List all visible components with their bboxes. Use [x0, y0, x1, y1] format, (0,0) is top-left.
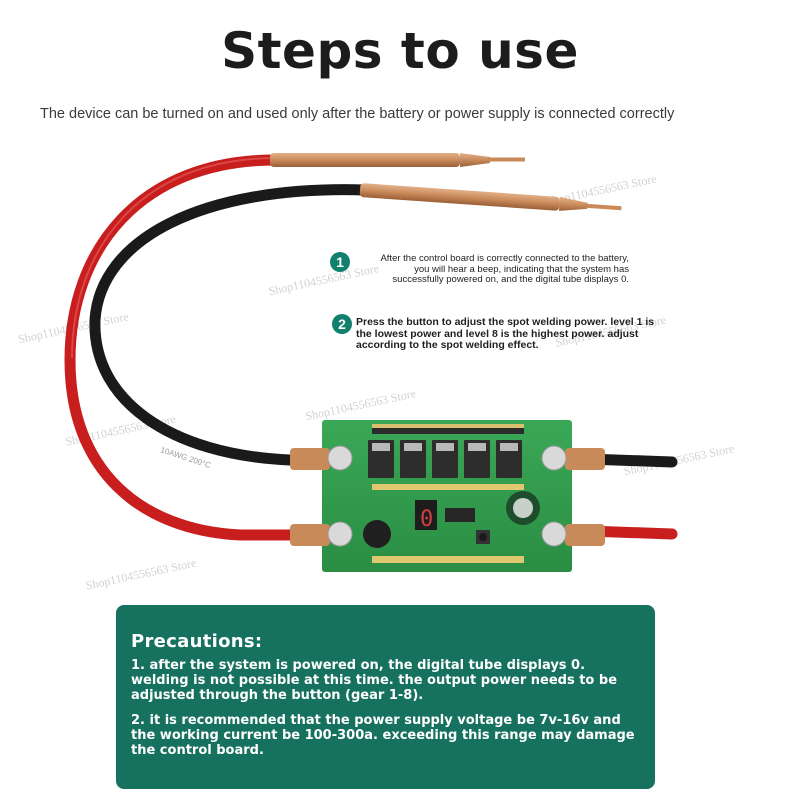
precautions-panel: Precautions: 1. after the system is powe… — [116, 605, 655, 789]
digit-display: 0 — [420, 507, 433, 532]
watermark: Shop1104556563 Store — [304, 386, 417, 423]
step-text: After the control board is correctly con… — [380, 253, 629, 285]
precautions-heading: Precautions: — [131, 631, 263, 652]
step-number-badge: 1 — [330, 252, 350, 272]
precaution-item: 1. after the system is powered on, the d… — [131, 658, 618, 703]
precaution-item: 2. it is recommended that the power supp… — [131, 713, 635, 758]
welding-pen-2 — [359, 183, 622, 211]
page-subtitle: The device can be turned on and used onl… — [40, 106, 675, 122]
step-text: Press the button to adjust the spot weld… — [356, 316, 655, 351]
watermark: Shop1104556563 Store — [84, 556, 197, 593]
red-cable — [64, 154, 331, 541]
black-cable — [89, 184, 371, 466]
control-board: 0 — [290, 420, 605, 572]
page-title: Steps to use — [221, 22, 579, 80]
step-number-badge: 2 — [332, 314, 352, 334]
terminal-lugs — [290, 445, 605, 547]
welding-pen-1 — [270, 153, 525, 167]
spot-welder-photo: Shop1104556563 Store Shop1104556563 Stor… — [17, 153, 735, 593]
